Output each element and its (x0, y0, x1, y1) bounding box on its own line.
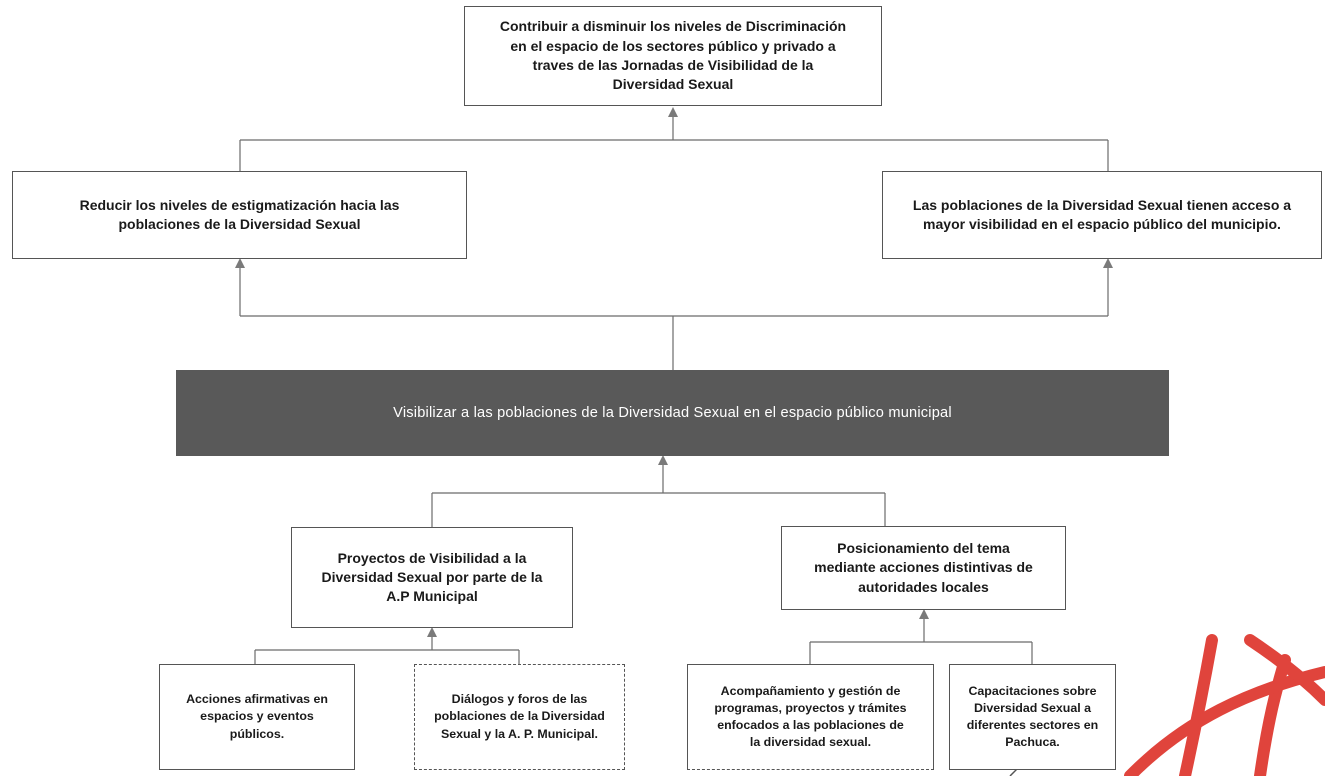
activity-box-1: Acciones afirmativas en espacios y event… (159, 664, 355, 770)
red-stamp-mark (1124, 634, 1325, 776)
component-box-left: Proyectos de Visibilidad a la Diversidad… (291, 527, 573, 628)
purpose-box-right: Las poblaciones de la Diversidad Sexual … (882, 171, 1322, 259)
central-objective-box: Visibilizar a las poblaciones de la Dive… (176, 370, 1169, 456)
arrowhead (658, 455, 668, 465)
component-box-right: Posicionamiento del tema mediante accion… (781, 526, 1066, 610)
arrowhead (427, 627, 437, 637)
arrowhead (235, 258, 245, 268)
arrowhead (668, 107, 678, 117)
activity-box-3: Acompañamiento y gestión de programas, p… (687, 664, 934, 770)
activity-box-4: Capacitaciones sobre Diversidad Sexual a… (949, 664, 1116, 770)
arrowhead (1103, 258, 1113, 268)
goal-box: Contribuir a disminuir los niveles de Di… (464, 6, 882, 106)
arrowhead (919, 609, 929, 619)
activity-box-2: Diálogos y foros de las poblaciones de l… (414, 664, 625, 770)
purpose-box-left: Reducir los niveles de estigmatización h… (12, 171, 467, 259)
